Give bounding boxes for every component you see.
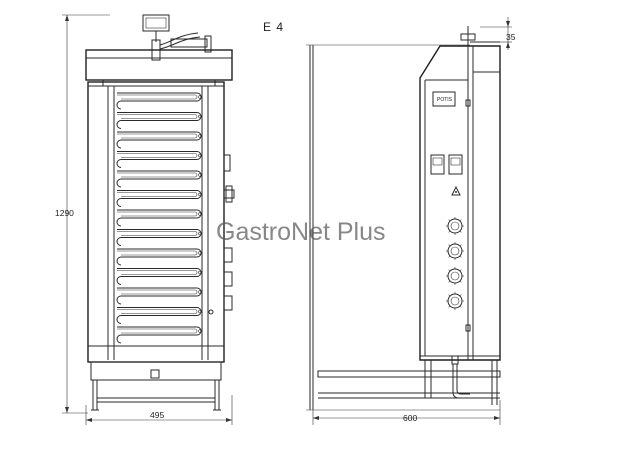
top-offset-dimension: 35 bbox=[480, 17, 516, 50]
heater-coil bbox=[116, 209, 202, 227]
heater-coil-inner bbox=[117, 153, 198, 158]
heater-coil-terminal bbox=[198, 290, 202, 294]
heater-coil bbox=[116, 268, 202, 285]
control-knob-tick bbox=[459, 255, 462, 258]
heater-coil bbox=[116, 170, 202, 188]
control-knob-tick bbox=[459, 305, 462, 308]
heater-coil-terminal bbox=[198, 212, 202, 216]
heater-coil-terminal bbox=[198, 251, 202, 255]
heater-coil-inner bbox=[117, 192, 198, 197]
heater-coil-terminal bbox=[198, 114, 202, 119]
control-knob-tick bbox=[448, 269, 451, 272]
side-base-stand bbox=[317, 355, 501, 405]
heater-coil-terminal bbox=[198, 270, 202, 275]
heater-coil bbox=[116, 326, 202, 344]
control-knob bbox=[447, 293, 463, 309]
side-outline-frame bbox=[306, 44, 500, 411]
control-knob-tick bbox=[459, 294, 462, 297]
control-knob-center bbox=[450, 221, 460, 231]
heater-coil-inner bbox=[117, 172, 198, 178]
model-label: E 4 bbox=[263, 20, 284, 34]
control-knob-tick bbox=[448, 255, 451, 258]
top-offset-label: 35 bbox=[506, 32, 516, 42]
front-width-label: 495 bbox=[150, 410, 164, 420]
heater-coil bbox=[116, 190, 202, 207]
heater-coil bbox=[116, 112, 202, 129]
heater-coil-group bbox=[116, 92, 202, 344]
front-top-mechanism bbox=[142, 14, 212, 61]
heater-coil-terminal bbox=[198, 192, 202, 197]
control-knob-center bbox=[450, 246, 460, 256]
heater-coil-terminal bbox=[198, 134, 202, 138]
heater-coil-inner bbox=[117, 114, 198, 119]
heater-coil-inner bbox=[117, 289, 198, 295]
height-dimension: 1290 bbox=[55, 14, 110, 414]
side-depth-dimension: 600 bbox=[312, 400, 501, 425]
front-body bbox=[87, 81, 225, 363]
side-depth-label: 600 bbox=[403, 413, 417, 423]
control-knob-center bbox=[450, 296, 460, 306]
control-knob-tick bbox=[459, 269, 462, 272]
control-knob-center bbox=[450, 271, 460, 281]
side-knob-group bbox=[446, 217, 464, 310]
heater-coil-inner bbox=[117, 133, 198, 139]
heater-coil-terminal bbox=[198, 309, 202, 314]
heater-coil bbox=[116, 248, 202, 266]
heater-coil bbox=[116, 287, 202, 305]
heater-coil-terminal bbox=[198, 153, 202, 158]
heater-coil-terminal bbox=[198, 95, 202, 99]
heater-coil-inner bbox=[117, 270, 198, 275]
heater-coil-inner bbox=[117, 94, 198, 100]
brand-plate: POTIS bbox=[432, 91, 456, 107]
heater-coil-inner bbox=[117, 250, 198, 256]
control-knob-tick bbox=[459, 280, 462, 283]
front-base-frame bbox=[90, 361, 222, 411]
heater-coil-inner bbox=[117, 309, 198, 314]
heater-coil-terminal bbox=[198, 173, 202, 177]
control-knob-tick bbox=[459, 230, 462, 233]
heater-coil-inner bbox=[117, 211, 198, 217]
brand-plate-label: POTIS bbox=[437, 97, 453, 103]
control-knob bbox=[447, 268, 463, 284]
control-knob-tick bbox=[459, 244, 462, 247]
side-cabinet bbox=[419, 45, 501, 361]
heater-coil-inner bbox=[117, 231, 198, 236]
control-knob-tick bbox=[448, 294, 451, 297]
heater-coil bbox=[116, 307, 202, 324]
height-dimension-label: 1290 bbox=[55, 208, 74, 218]
front-width-dimension: 495 bbox=[85, 395, 233, 425]
heater-coil-inner bbox=[117, 328, 198, 334]
control-knob-tick bbox=[448, 305, 451, 308]
control-knob-tick bbox=[448, 280, 451, 283]
watermark: GastroNet Plus bbox=[216, 218, 386, 246]
side-switch-panel bbox=[430, 154, 463, 196]
front-view: 1290 bbox=[55, 14, 235, 425]
front-hood bbox=[85, 49, 233, 86]
control-knob-tick bbox=[448, 244, 451, 247]
heater-coil bbox=[116, 151, 202, 168]
heater-coil bbox=[116, 131, 202, 149]
control-knob-tick bbox=[448, 230, 451, 233]
control-knob bbox=[447, 243, 463, 259]
front-side-controls bbox=[208, 154, 235, 315]
control-knob-tick bbox=[459, 219, 462, 222]
heater-coil bbox=[116, 229, 202, 246]
side-top-mechanism bbox=[460, 26, 500, 46]
control-knob-tick bbox=[448, 219, 451, 222]
heater-coil-terminal bbox=[198, 231, 202, 236]
side-view: 35 POTIS bbox=[306, 17, 516, 425]
heater-coil bbox=[116, 92, 202, 110]
heater-coil-terminal bbox=[198, 329, 202, 333]
control-knob bbox=[447, 218, 463, 234]
